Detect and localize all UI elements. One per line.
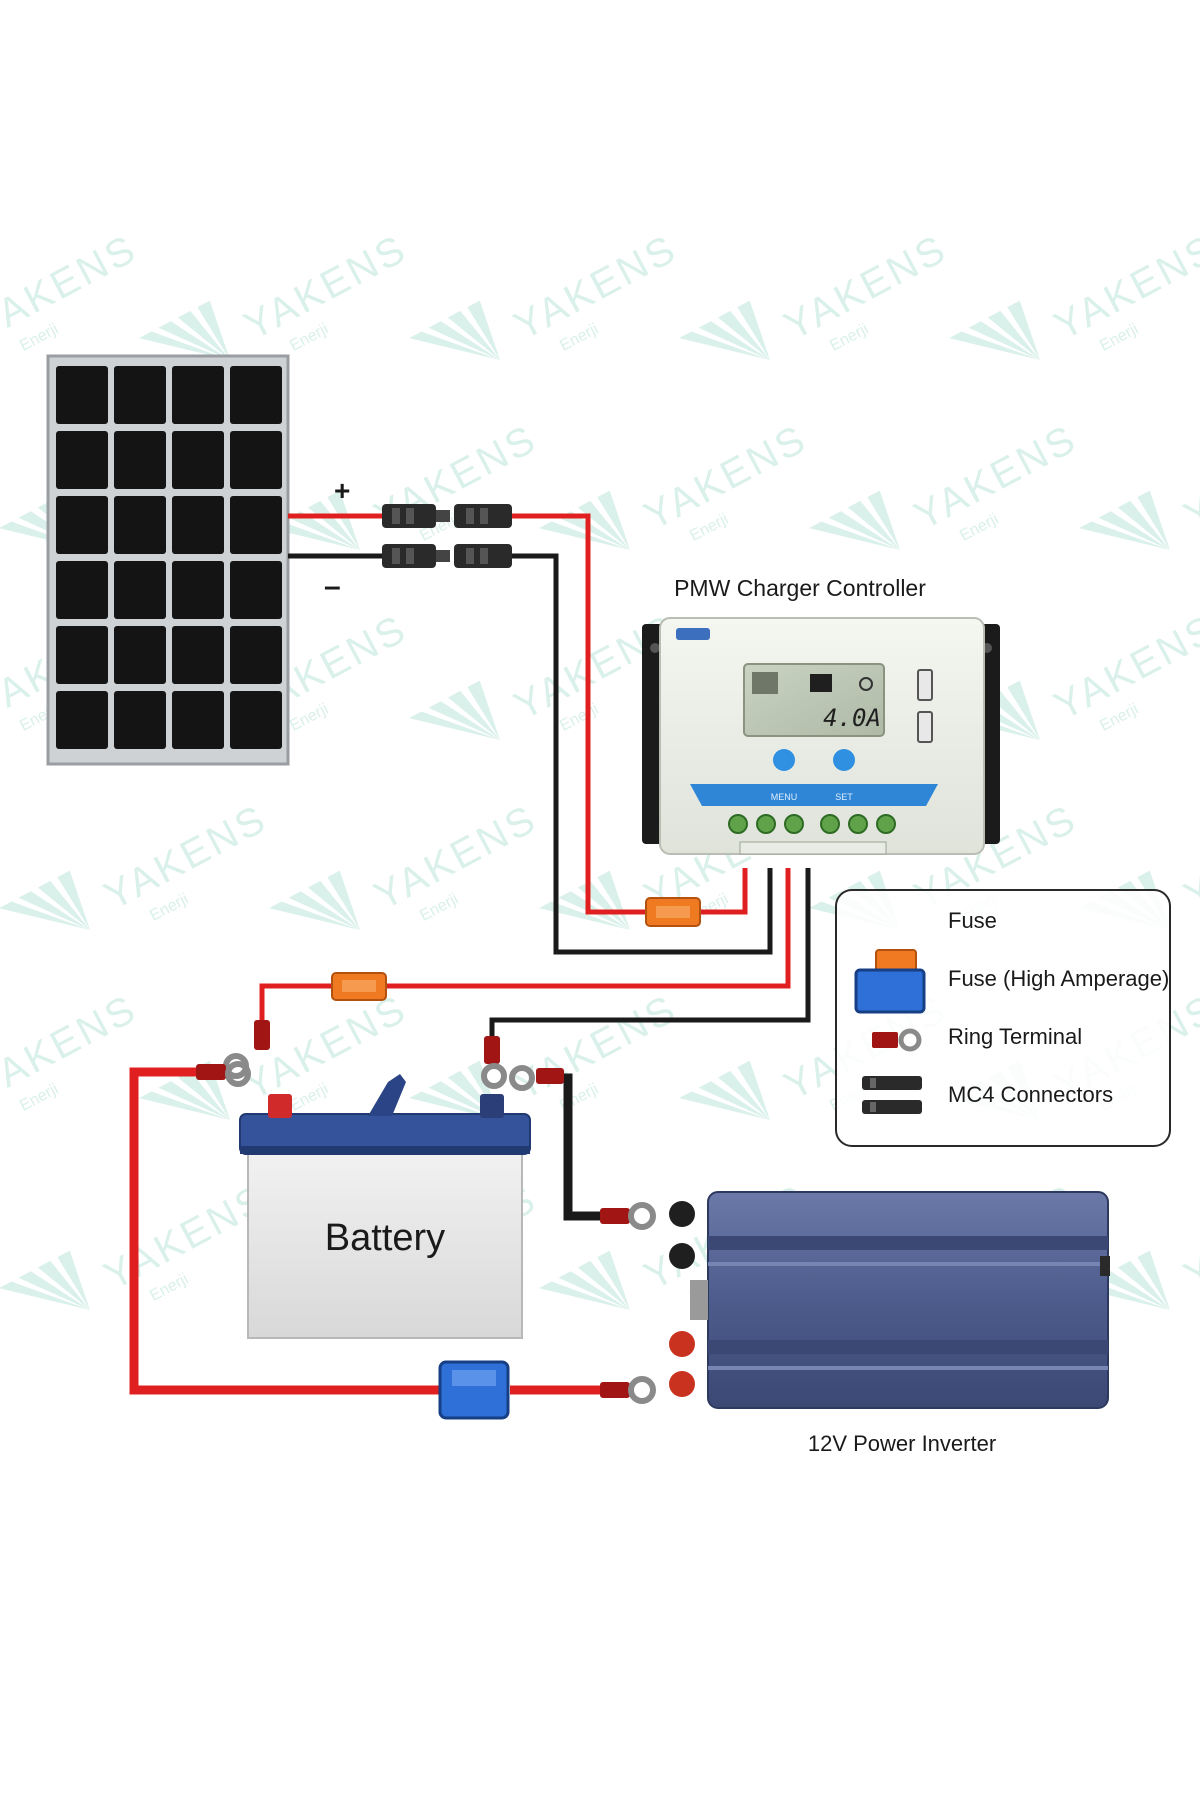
set-button-label: SET (835, 792, 853, 802)
solar-cell (230, 561, 282, 619)
mc4-connector-positive (382, 504, 512, 528)
solar-cell (56, 431, 108, 489)
charge-controller: 4.0A MENU SET (642, 617, 1000, 855)
mc4-connector-negative (382, 544, 512, 568)
fuse-battery-positive (331, 972, 387, 1001)
battery-negative-post (480, 1094, 504, 1118)
usb-port-2 (917, 711, 933, 743)
legend: Fuse Fuse (High Amperage) Ring Terminal … (835, 889, 1171, 1147)
ring-terminal-battery-negative-side (509, 1065, 564, 1091)
solar-cell (114, 431, 166, 489)
negative-sign: – (324, 570, 341, 603)
solar-cells (56, 366, 282, 749)
positive-sign: + (334, 475, 350, 506)
set-button[interactable] (833, 749, 855, 771)
brand-logo (676, 628, 710, 640)
solar-cell (56, 366, 108, 424)
solar-cell (56, 691, 108, 749)
panel-positive-wire (512, 513, 748, 915)
solar-cell (114, 496, 166, 554)
terminal-screw (848, 814, 868, 834)
inverter-positive-terminal (669, 1331, 695, 1357)
inverter-label: 12V Power Inverter (808, 1431, 996, 1456)
solar-cell (230, 366, 282, 424)
inverter-negative-terminal-2 (669, 1243, 695, 1269)
ring-terminal-inverter-positive (600, 1376, 656, 1404)
solar-cell (172, 496, 224, 554)
power-inverter: 12V Power Inverter (669, 1191, 1110, 1456)
inverter-positive-terminal-2 (669, 1371, 695, 1397)
usb-port-1 (917, 669, 933, 701)
fuse-high-amperage (438, 1360, 510, 1420)
solar-panel (46, 354, 290, 766)
fuse-high-amperage-icon (854, 968, 926, 1014)
lcd-reading: 4.0A (823, 704, 881, 732)
watermark-brand: YAKENS (1177, 1176, 1200, 1298)
battery-positive-post (268, 1094, 292, 1118)
battery-positive-wire (259, 868, 791, 1030)
watermark-brand: YAKENS (1177, 416, 1200, 538)
menu-button[interactable] (773, 749, 795, 771)
solar-cell (230, 691, 282, 749)
lcd-display (743, 663, 885, 737)
legend-label-fuse: Fuse (948, 908, 997, 933)
mc4-connector-icon (862, 1076, 922, 1114)
controller-title: PMW Charger Controller (674, 575, 926, 601)
terminal-screw (728, 814, 748, 834)
solar-cell (172, 691, 224, 749)
ring-terminal-battery-negative-top (481, 1036, 507, 1089)
watermark-brand: YAKENS (0, 226, 144, 348)
solar-cell (230, 626, 282, 684)
watermark-brand: YAKENS (1177, 796, 1200, 918)
solar-cell (114, 626, 166, 684)
terminal-screw (756, 814, 776, 834)
solar-cell (114, 366, 166, 424)
solar-cell (56, 561, 108, 619)
terminal-screw (876, 814, 896, 834)
solar-cell (56, 496, 108, 554)
battery-negative-wire (489, 868, 811, 1048)
solar-cell (172, 366, 224, 424)
legend-label-fuse-high: Fuse (High Amperage) (948, 966, 1169, 991)
solar-cell (172, 431, 224, 489)
ring-terminal-inverter-negative (600, 1202, 656, 1230)
terminal-screw (784, 814, 804, 834)
inverter-negative-terminal (669, 1201, 695, 1227)
terminal-screw (820, 814, 840, 834)
inverter-positive-cable (129, 1067, 470, 1395)
solar-cell (172, 561, 224, 619)
controller-terminals (728, 814, 896, 834)
solar-cell (56, 626, 108, 684)
solar-cell (172, 626, 224, 684)
solar-cell (230, 496, 282, 554)
legend-label-mc4: MC4 Connectors (948, 1082, 1113, 1107)
fuse-controller-positive (645, 897, 701, 927)
watermark-brand: YAKENS (0, 986, 144, 1108)
solar-cell (230, 431, 282, 489)
menu-button-label: MENU (771, 792, 798, 802)
ring-terminal-icon (872, 1028, 922, 1052)
solar-cell (114, 561, 166, 619)
ring-terminal-battery-positive-side (196, 1061, 251, 1087)
legend-label-ring: Ring Terminal (948, 1024, 1082, 1049)
battery: Battery (239, 1074, 531, 1339)
panel-negative-wire (512, 553, 773, 955)
solar-cell (114, 691, 166, 749)
battery-label: Battery (325, 1217, 445, 1259)
